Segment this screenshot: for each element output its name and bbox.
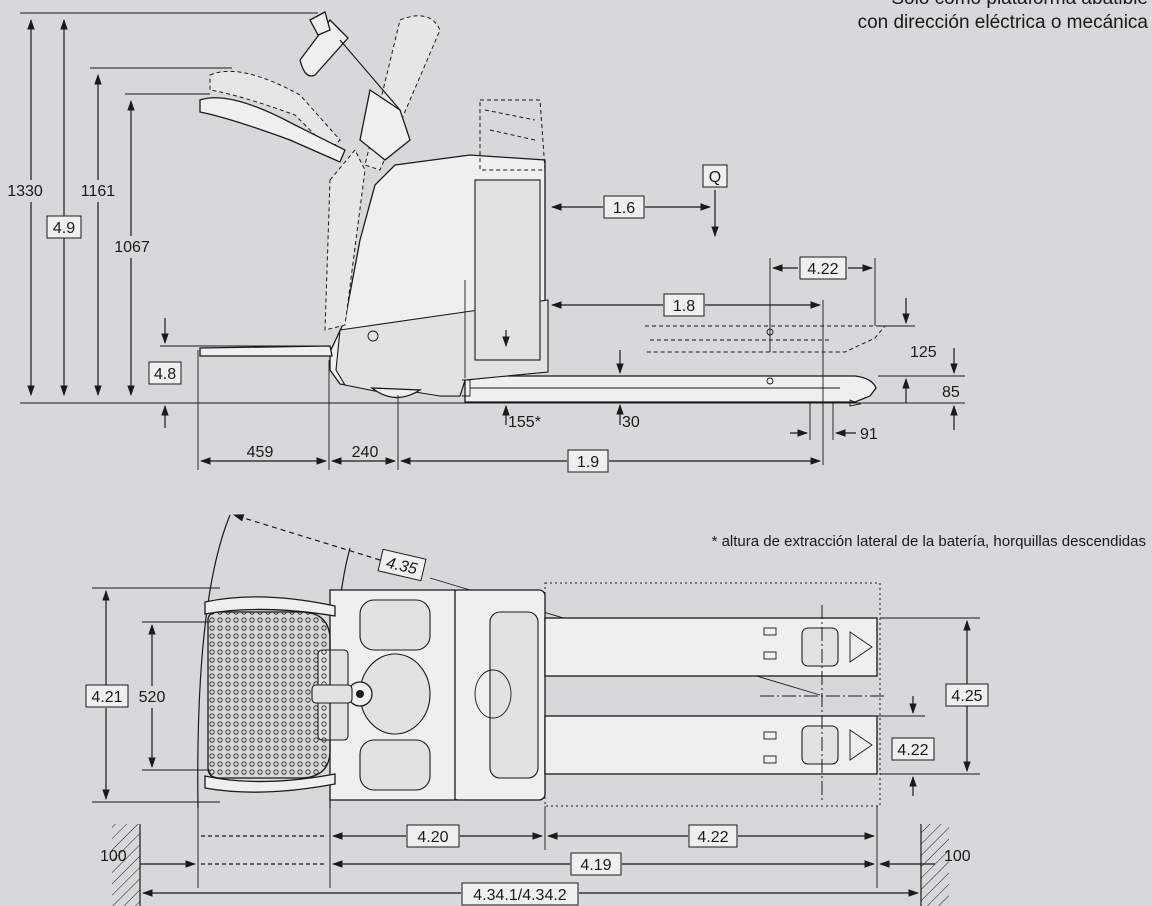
fork-side <box>464 375 877 403</box>
tiller-low <box>199 97 346 163</box>
box-4-22-length <box>688 824 738 848</box>
box-4-25 <box>945 683 989 707</box>
box-4-35 <box>377 548 427 582</box>
label-4-25: 4.25 <box>951 688 982 705</box>
battery-panel <box>474 179 541 361</box>
box-4-34 <box>461 882 579 906</box>
label-4-9: 4.9 <box>53 220 75 237</box>
box-1-8 <box>663 293 705 317</box>
label-4-20: 4.20 <box>417 829 448 846</box>
box-q <box>702 164 728 188</box>
tiller-upper <box>299 19 349 77</box>
footnote: * altura de extracción lateral de la bat… <box>712 533 1146 550</box>
box-4-9 <box>46 215 82 239</box>
label-1067: 1067 <box>114 239 150 256</box>
box-4-8 <box>148 361 182 385</box>
label-1-8: 1.8 <box>673 298 695 315</box>
load-area-dotted <box>544 582 881 807</box>
label-4-22-side: 4.22 <box>807 261 838 278</box>
label-91: 91 <box>860 426 878 443</box>
dashed-cover <box>479 99 546 171</box>
label-155: 155* <box>508 414 541 431</box>
label-520: 520 <box>139 689 166 706</box>
box-4-20 <box>406 824 460 848</box>
label-4-19: 4.19 <box>580 857 611 874</box>
tiller-down-dashed <box>324 149 366 331</box>
box-4-21 <box>85 684 129 708</box>
label-1-9: 1.9 <box>577 454 599 471</box>
battery-top <box>489 611 539 779</box>
label-clear-right: 100 <box>944 848 971 865</box>
box-4-22-width <box>891 737 935 761</box>
label-1330: 1330 <box>7 183 43 200</box>
box-4-19 <box>570 852 622 876</box>
wall-left-hatch <box>112 824 140 906</box>
side-guard-upper <box>204 596 336 617</box>
label-4-22-length: 4.22 <box>697 829 728 846</box>
label-q: Q <box>709 169 721 186</box>
label-1-6: 1.6 <box>613 200 635 217</box>
box-1-6 <box>603 195 645 219</box>
drive-wheel <box>370 387 423 399</box>
label-85: 85 <box>942 384 960 401</box>
caption-line-1: Sólo como plataforma abatible <box>891 0 1148 9</box>
turning-arc-outer <box>197 514 231 809</box>
label-4-22-width: 4.22 <box>897 742 928 759</box>
label-4-35: 4.35 <box>385 555 419 579</box>
wall-right-hatch <box>921 824 949 906</box>
label-125: 125 <box>910 344 937 361</box>
platform-side <box>199 345 333 357</box>
label-4-8: 4.8 <box>154 366 176 383</box>
label-30: 30 <box>622 414 640 431</box>
label-1161: 1161 <box>81 183 116 200</box>
label-459: 459 <box>247 444 274 461</box>
raised-fork-dashed <box>645 325 887 353</box>
box-1-9 <box>567 449 609 473</box>
tiller-pivot <box>359 88 411 161</box>
side-view: 1330 4.9 1161 1067 4.8 <box>5 11 965 473</box>
label-4-21: 4.21 <box>91 689 122 706</box>
top-view: 4.35 <box>85 514 989 906</box>
box-4-22-side <box>799 256 847 280</box>
side-guard-lower <box>204 773 336 793</box>
label-240: 240 <box>352 444 379 461</box>
label-4-34: 4.34.1/4.34.2 <box>473 887 567 904</box>
caption-line-2: con dirección eléctrica o mecánica <box>858 12 1149 33</box>
